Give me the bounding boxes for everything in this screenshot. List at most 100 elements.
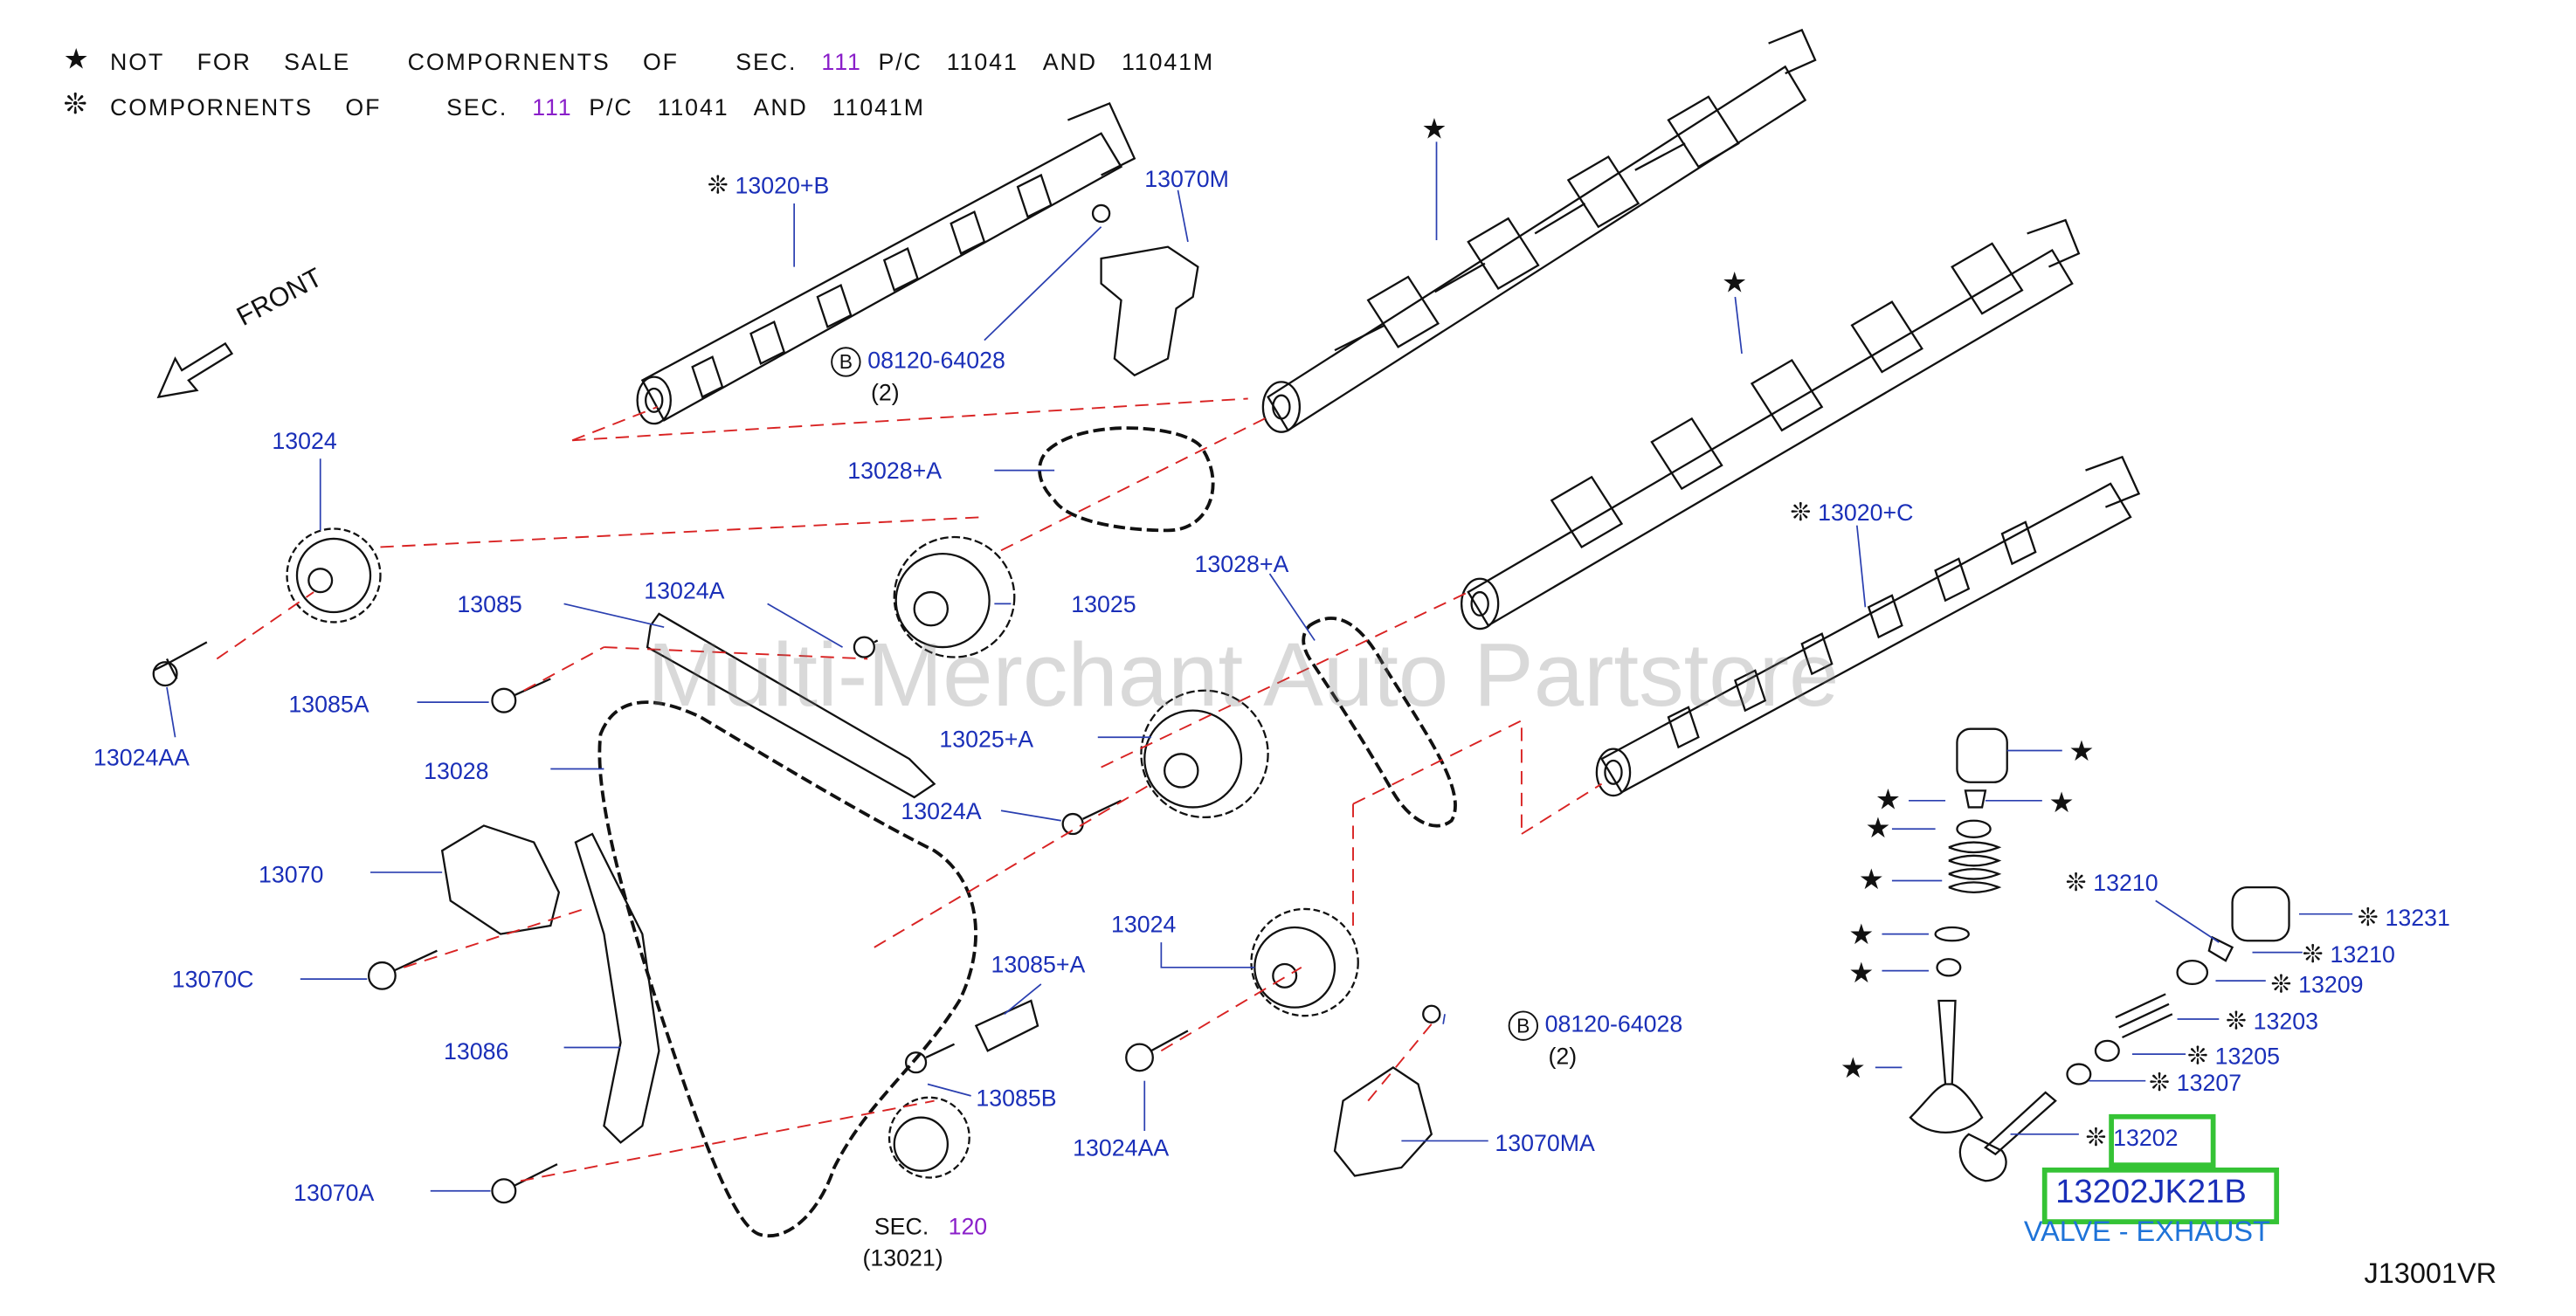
label-13210-b[interactable]: ❊13210 bbox=[2302, 940, 2395, 969]
bolt-13070c-icon bbox=[367, 961, 397, 990]
snowflake-icon: ❊ bbox=[2357, 904, 2379, 933]
valve-retainer-13209-icon bbox=[2176, 960, 2209, 986]
label-13202[interactable]: ❊13202 bbox=[2085, 1124, 2179, 1153]
label-13205[interactable]: ❊13205 bbox=[2187, 1042, 2281, 1071]
bolt-13070a-icon bbox=[491, 1178, 517, 1204]
label-13207[interactable]: ❊13207 bbox=[2149, 1069, 2242, 1098]
label-13203[interactable]: ❊13203 bbox=[2225, 1007, 2318, 1037]
valve-collet-icon bbox=[1964, 789, 1987, 809]
label-13025a[interactable]: 13025+A bbox=[939, 725, 1034, 753]
label-13086[interactable]: 13086 bbox=[444, 1037, 509, 1065]
label-13024[interactable]: 13024 bbox=[272, 426, 337, 454]
star-icon: ★ bbox=[1858, 864, 1884, 896]
star-icon: ★ bbox=[2048, 787, 2075, 819]
label-13020c[interactable]: ❊13020+C bbox=[1790, 499, 1914, 527]
star-icon: ★ bbox=[63, 43, 89, 75]
label-13028a-top[interactable]: 13028+A bbox=[847, 457, 943, 484]
camshaft-upper-icon bbox=[1261, 28, 1817, 433]
valve-spring-13203-icon bbox=[2115, 993, 2173, 1039]
star-icon: ★ bbox=[1722, 266, 1748, 299]
label-13085[interactable]: 13085 bbox=[457, 590, 522, 617]
guide-13085-icon bbox=[646, 612, 936, 799]
vtc-13025-icon bbox=[893, 535, 1016, 658]
tensioner-13070m-icon bbox=[1100, 245, 1199, 377]
chain-13028a-top-icon bbox=[1038, 426, 1215, 533]
bolt-13024a-top-icon bbox=[853, 636, 875, 658]
qty-label-a: (2) bbox=[871, 378, 900, 406]
snowflake-icon: ❊ bbox=[2065, 869, 2087, 898]
label-13070c[interactable]: 13070C bbox=[171, 965, 254, 993]
label-13070ma[interactable]: 13070MA bbox=[1495, 1129, 1595, 1156]
star-icon: ★ bbox=[1848, 919, 1875, 951]
tensioner-13070ma-icon bbox=[1333, 1066, 1433, 1177]
star-icon: ★ bbox=[1865, 812, 1891, 844]
highlight-description: VALVE - EXHAUST bbox=[2023, 1216, 2270, 1248]
snowflake-icon: ❊ bbox=[2149, 1069, 2171, 1098]
highlight-13202-box bbox=[2109, 1113, 2216, 1168]
qty-label-b: (2) bbox=[1548, 1042, 1578, 1070]
snowflake-icon: ❊ bbox=[2187, 1042, 2209, 1071]
label-13024-mid[interactable]: 13024 bbox=[1111, 910, 1177, 938]
sec-label[interactable]: SEC. 120 bbox=[874, 1212, 988, 1240]
label-13085b[interactable]: 13085B bbox=[976, 1084, 1057, 1112]
label-13210-a[interactable]: ❊13210 bbox=[2065, 869, 2158, 898]
star-icon: ★ bbox=[1875, 783, 1901, 816]
camshaft-c-icon bbox=[1595, 455, 2141, 797]
highlight-part-number[interactable]: 13202JK21B bbox=[2055, 1174, 2247, 1211]
bolt-08120-b-icon bbox=[1422, 1004, 1441, 1023]
label-13070[interactable]: 13070 bbox=[259, 860, 324, 888]
guide-13086-icon bbox=[574, 832, 660, 1144]
label-13231[interactable]: ❊13231 bbox=[2357, 904, 2450, 933]
star-icon: ★ bbox=[1421, 113, 1447, 146]
crank-sprocket-icon bbox=[887, 1096, 970, 1179]
label-13070m[interactable]: 13070M bbox=[1144, 165, 1229, 192]
snowflake-icon: ❊ bbox=[2302, 940, 2324, 969]
valve-lifter-icon bbox=[1956, 727, 2008, 783]
snowflake-icon: ❊ bbox=[2270, 970, 2292, 1000]
chain-13028a-mid-icon bbox=[1302, 617, 1457, 828]
b-marker-icon: B bbox=[831, 347, 861, 377]
label-13024aa-mid[interactable]: 13024AA bbox=[1073, 1133, 1170, 1161]
label-13028a-mid[interactable]: 13028+A bbox=[1194, 550, 1289, 577]
sprocket-13024-icon bbox=[286, 527, 382, 624]
leader-lines bbox=[166, 141, 2353, 1192]
intake-valve-icon bbox=[1909, 999, 1984, 1133]
watermark: Multi-Merchant Auto Partstore bbox=[647, 625, 1840, 726]
bolt-13024aa-left-icon bbox=[153, 641, 208, 679]
guide-13085a-plus-icon bbox=[974, 999, 1039, 1052]
valve-retainer-icon bbox=[1956, 819, 1992, 838]
label-13024a-mid[interactable]: 13024A bbox=[901, 796, 982, 824]
valve-seat-13205-icon bbox=[2094, 1039, 2120, 1062]
snowflake-icon: ❊ bbox=[63, 88, 87, 121]
vtc-13025a-icon bbox=[1140, 689, 1269, 819]
label-13209[interactable]: ❊13209 bbox=[2270, 970, 2364, 1000]
label-13024a-top[interactable]: 13024A bbox=[644, 576, 725, 604]
chain-13028-icon bbox=[597, 700, 977, 1237]
highlight-part-number-box bbox=[2041, 1168, 2280, 1224]
bolt-13024aa-mid-icon bbox=[1125, 1043, 1154, 1072]
alignment-lines bbox=[216, 397, 1603, 1182]
snowflake-icon: ❊ bbox=[707, 171, 729, 201]
valve-collet-13210-icon bbox=[2207, 935, 2234, 962]
valve-seal-icon bbox=[1936, 958, 1962, 977]
tensioner-13070-icon bbox=[440, 824, 561, 935]
label-13085a-plus[interactable]: 13085+A bbox=[991, 950, 1086, 978]
label-13085a[interactable]: 13085A bbox=[288, 690, 369, 718]
bolt-head-icon bbox=[152, 661, 178, 687]
label-13021[interactable]: (13021) bbox=[862, 1244, 943, 1271]
sprocket-13024-mid-icon bbox=[1250, 907, 1359, 1017]
b-marker-icon: B bbox=[1508, 1010, 1539, 1041]
camshaft-middle-icon bbox=[1461, 218, 2081, 630]
star-icon: ★ bbox=[1848, 957, 1875, 989]
label-13070a[interactable]: 13070A bbox=[294, 1179, 375, 1206]
label-13024aa-left[interactable]: 13024AA bbox=[93, 743, 190, 771]
bolt-13085a-icon bbox=[491, 687, 517, 713]
label-13020b[interactable]: ❊13020+B bbox=[707, 171, 830, 201]
valve-lifter-13231-icon bbox=[2231, 885, 2290, 942]
label-13028[interactable]: 13028 bbox=[424, 757, 489, 784]
label-13025[interactable]: 13025 bbox=[1071, 590, 1136, 617]
